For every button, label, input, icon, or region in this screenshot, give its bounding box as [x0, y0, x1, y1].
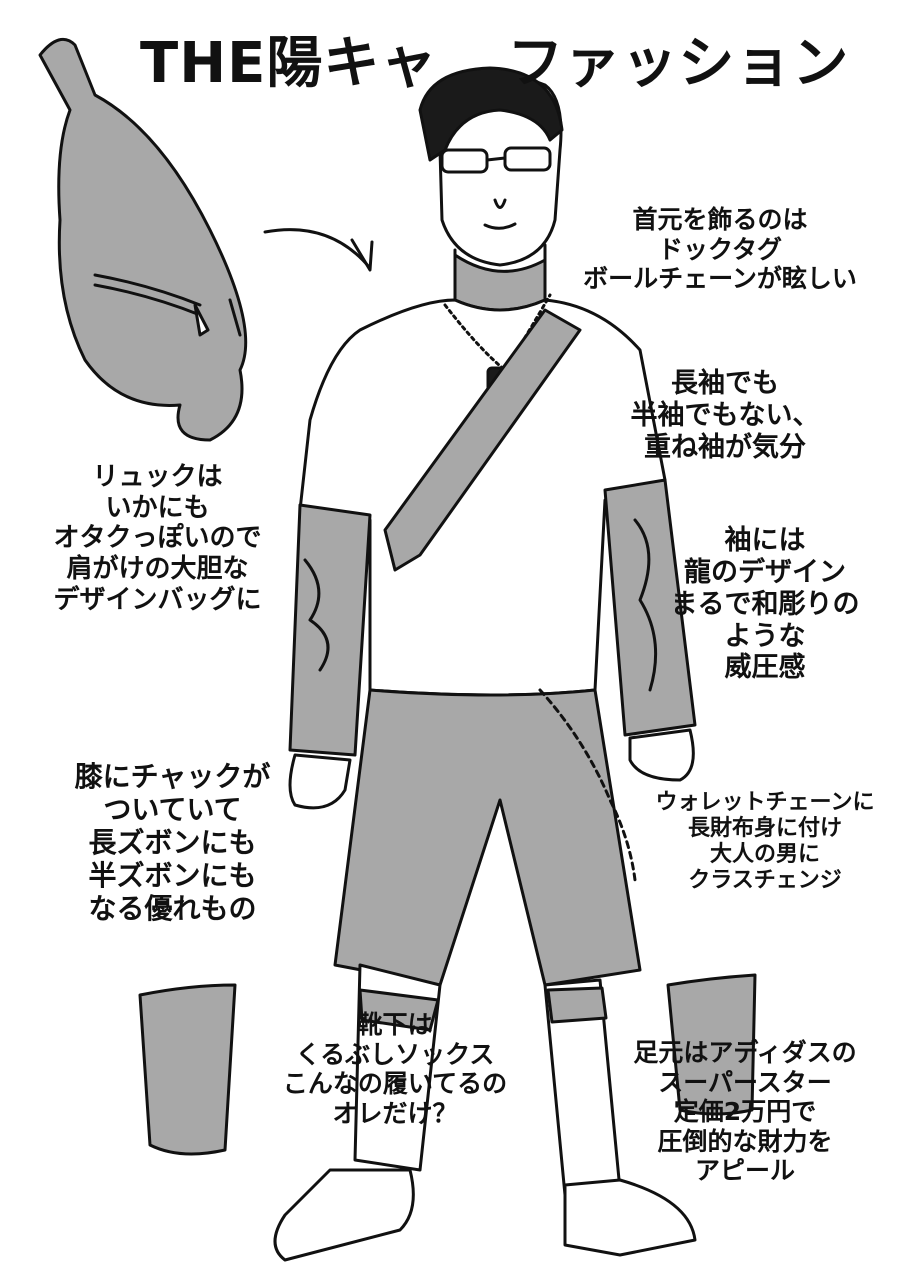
title-part2: ファッション — [507, 31, 850, 96]
annotation-neck: 首元を飾るのは ドックタグ ボールチェーンが眩しい — [583, 205, 857, 293]
annotation-sleeve-design: 袖には 龍のデザイン まるで和彫りの ような 威圧感 — [670, 525, 860, 684]
annotation-wallet-chain: ウォレットチェーンに 長財布身に付け 大人の男に クラスチェンジ — [655, 790, 875, 893]
right-layered-sleeve — [603, 478, 697, 737]
sling-bag-illustration — [38, 37, 248, 442]
cargo-shorts — [333, 688, 642, 987]
man-head — [418, 66, 564, 312]
bag-strap — [383, 308, 582, 572]
annotation-shoes: 足元はアディダスの スーパースター 定価2万円で 圧倒的な財力を アピール — [633, 1038, 857, 1185]
title-part1: THE陽キャ — [140, 31, 438, 96]
left-sneaker — [273, 1168, 415, 1262]
left-layered-sleeve — [288, 503, 372, 757]
annotation-sleeve-length: 長袖でも 半袖でもない、 重ね袖が気分 — [630, 368, 820, 463]
zip-off-leg-right — [666, 973, 757, 1116]
t-shirt — [298, 298, 667, 697]
page-title: THE陽キャ ファッション — [140, 18, 860, 99]
zip-off-leg-left — [138, 983, 237, 1156]
arrow-icon — [263, 228, 372, 270]
annotation-socks: 靴下は くるぶしソックス こんなの履いてるの オレだけ？ — [282, 1010, 508, 1128]
annotation-backpack: リュックは いかにも オタクっぽいので 肩がけの大胆な デザインバッグに — [53, 462, 262, 615]
annotation-knee-zip: 膝にチャックが ついていて 長ズボンにも 半ズボンにも なる優れもの — [74, 760, 271, 926]
